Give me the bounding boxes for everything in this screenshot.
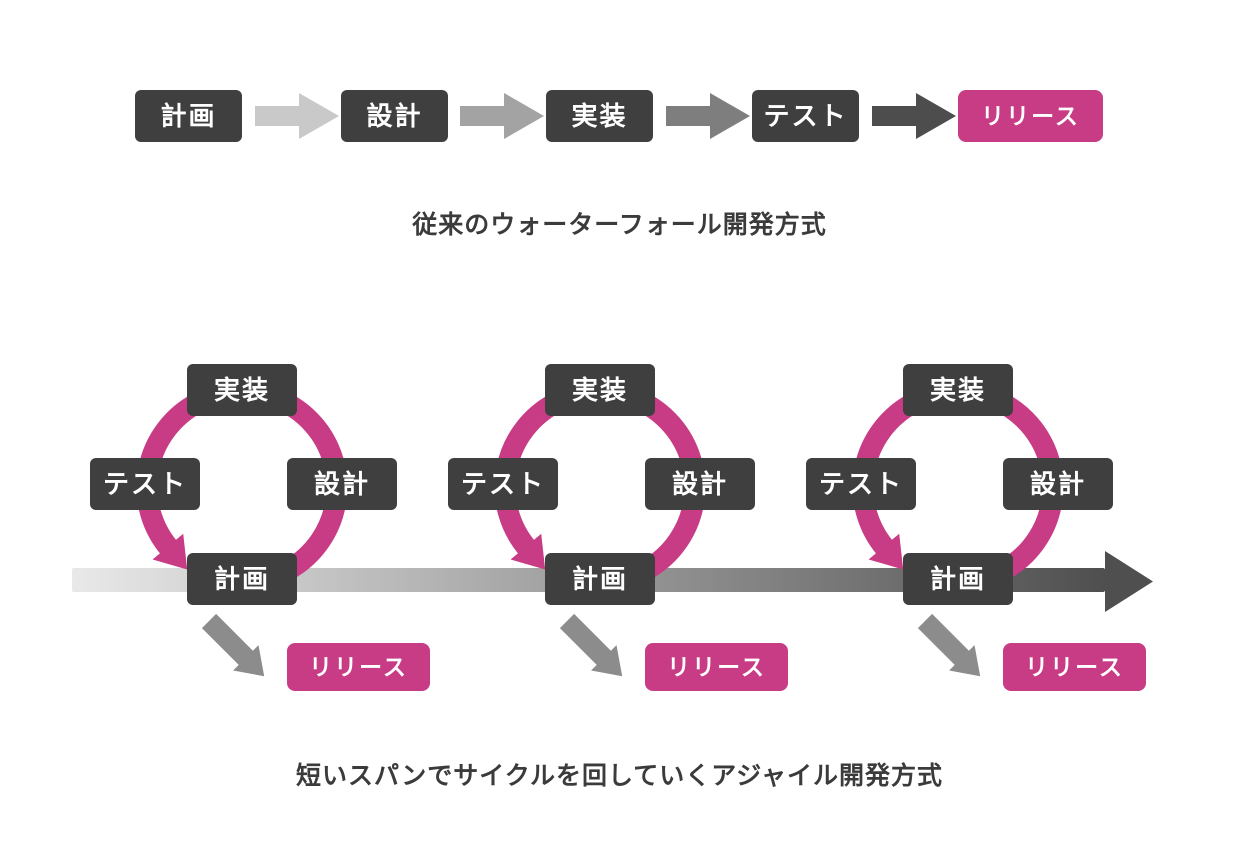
release-label: リリース <box>1025 653 1124 680</box>
release-arrow-shape <box>917 613 981 677</box>
cycle-ring-arrowhead <box>868 533 904 570</box>
release-label: リリース <box>667 653 766 680</box>
step-label: 設計 <box>366 101 423 131</box>
cycle-ring-arrowhead <box>510 533 546 570</box>
step-label: テスト <box>763 101 848 131</box>
release-label: リリース <box>309 653 408 680</box>
waterfall-caption: 従来のウォーターフォール開発方式 <box>412 211 827 239</box>
cycle-box-implement: 実装 <box>903 364 1013 416</box>
flow-arrow-shape <box>666 93 750 139</box>
flow-arrow-icon-4 <box>872 93 956 139</box>
cycle-label: 設計 <box>1029 469 1086 499</box>
waterfall-step-release: リリース <box>958 90 1103 142</box>
cycle-box-plan: 計画 <box>187 553 297 605</box>
release-arrow-shape <box>201 613 265 677</box>
step-label: リリース <box>981 102 1080 129</box>
cycle-label: 設計 <box>313 469 370 499</box>
cycle-label: 計画 <box>929 564 986 594</box>
release-arrow-icon <box>559 613 623 677</box>
timeline-arrowhead <box>1105 551 1153 612</box>
flow-arrow-shape <box>460 93 544 139</box>
cycle-ring-arrowhead <box>152 533 188 570</box>
step-label: 計画 <box>160 101 217 131</box>
flow-arrow-shape <box>255 93 339 139</box>
cycle-box-test: テスト <box>448 458 558 510</box>
cycle-label: テスト <box>818 469 903 499</box>
release-arrow-icon <box>201 613 265 677</box>
flow-arrow-shape <box>872 93 956 139</box>
waterfall-step-plan: 計画 <box>135 90 242 142</box>
flow-arrow-icon-3 <box>666 93 750 139</box>
cycle-box-implement: 実装 <box>187 364 297 416</box>
cycle-label: テスト <box>460 469 545 499</box>
waterfall-step-test: テスト <box>752 90 859 142</box>
cycle-box-design: 設計 <box>645 458 755 510</box>
release-box: リリース <box>287 643 430 691</box>
agile-cycle-1: 実装 テスト 設計 計画 リリース <box>62 350 430 700</box>
cycle-box-plan: 計画 <box>545 553 655 605</box>
release-arrow-icon <box>917 613 981 677</box>
cycle-box-implement: 実装 <box>545 364 655 416</box>
agile-cycle-3: 実装 テスト 設計 計画 リリース <box>778 350 1146 700</box>
cycle-label: 実装 <box>929 375 986 405</box>
cycle-box-test: テスト <box>806 458 916 510</box>
cycle-box-design: 設計 <box>1003 458 1113 510</box>
waterfall-step-design: 設計 <box>341 90 448 142</box>
release-box: リリース <box>1003 643 1146 691</box>
flow-arrow-icon-1 <box>255 93 339 139</box>
step-label: 実装 <box>571 101 628 131</box>
cycle-label: 計画 <box>571 564 628 594</box>
cycle-label: 実装 <box>213 375 270 405</box>
cycle-box-design: 設計 <box>287 458 397 510</box>
agile-cycle-2: 実装 テスト 設計 計画 リリース <box>420 350 788 700</box>
waterfall-step-implement: 実装 <box>546 90 653 142</box>
cycle-label: テスト <box>102 469 187 499</box>
cycle-box-plan: 計画 <box>903 553 1013 605</box>
flow-arrow-icon-2 <box>460 93 544 139</box>
release-arrow-shape <box>559 613 623 677</box>
cycle-label: 設計 <box>671 469 728 499</box>
release-box: リリース <box>645 643 788 691</box>
cycle-box-test: テスト <box>90 458 200 510</box>
cycle-label: 実装 <box>571 375 628 405</box>
cycle-label: 計画 <box>213 564 270 594</box>
agile-caption: 短いスパンでサイクルを回していくアジャイル開発方式 <box>295 762 943 790</box>
